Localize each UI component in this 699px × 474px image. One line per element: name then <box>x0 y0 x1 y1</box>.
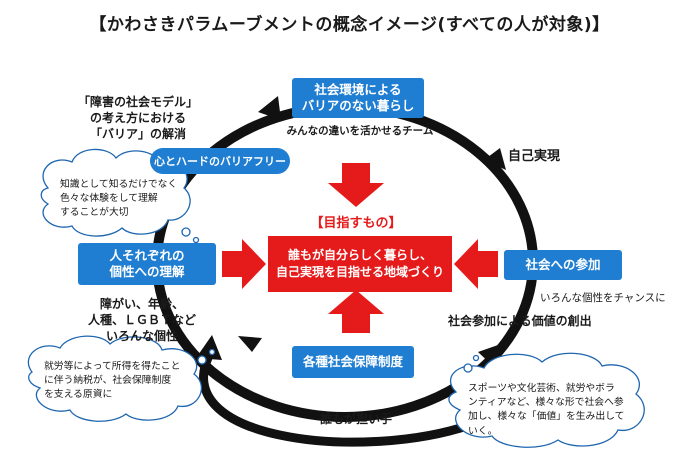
cloud-activities-text: スポーツや文化芸術、就労やボラ ンティアなど、様々な形で社会へ参 加し、様々な「… <box>468 383 625 437</box>
box-social-security: 各種社会保障制度 <box>292 346 414 378</box>
supporters-label: 誰もが担い手 <box>319 412 392 426</box>
teamwork-label: みんなの違いを活かせるチーム <box>286 125 434 137</box>
barrier-free-pill: 心とハードのバリアフリー <box>150 148 290 174</box>
box-individual-understanding: 人それぞれの 個性への理解 <box>78 243 216 285</box>
cloud-tax <box>27 335 216 422</box>
challenge-label: いろんな個性をチャンスに <box>540 292 666 304</box>
goal-label: 【目指すもの】 <box>310 216 402 231</box>
ring-arrow-top-left <box>258 96 281 120</box>
cloud-knowledge-text: 知識として知るだけでなく 色々な体験をして理解 することが大切 <box>60 179 178 219</box>
page-title: 【かわさきパラムーブメントの概念イメージ(すべての人が対象)】 <box>89 15 610 35</box>
box-barrier-free-living: 社会環境による バリアのない暮らし <box>292 78 424 118</box>
outer-loop-arrow <box>196 335 222 360</box>
red-arrow-left <box>454 239 498 289</box>
outer-loop <box>199 347 472 447</box>
value-creation-label: 社会参加による価値の創出 <box>448 314 592 328</box>
ring-arrow-top-right <box>484 148 506 170</box>
red-arrow-down <box>328 163 384 207</box>
cloud-activities <box>448 352 645 448</box>
ring-arrow-bottom-left <box>238 336 262 352</box>
social-model-label: 「障害の社会モデル」 の考え方における 「バリア」の解消 <box>77 95 198 142</box>
box-goal-community: 誰もが自分らしく暮らし、 自己実現を目指せる地域づくり <box>268 236 452 292</box>
self-realization-label: 自己実現 <box>508 149 561 164</box>
box-social-participation: 社会への参加 <box>504 250 622 280</box>
cloud-knowledge <box>40 148 200 244</box>
red-arrow-up <box>328 290 384 333</box>
cloud-tax-text: 就労等によって所得を得たこと に伴う納税が、社会保障制度 を支える原資に <box>44 361 181 401</box>
red-arrow-right <box>222 239 266 289</box>
diversity-label: 障がい、年齢、 人種、ＬＧＢＴなど いろんな個性 <box>87 297 196 344</box>
